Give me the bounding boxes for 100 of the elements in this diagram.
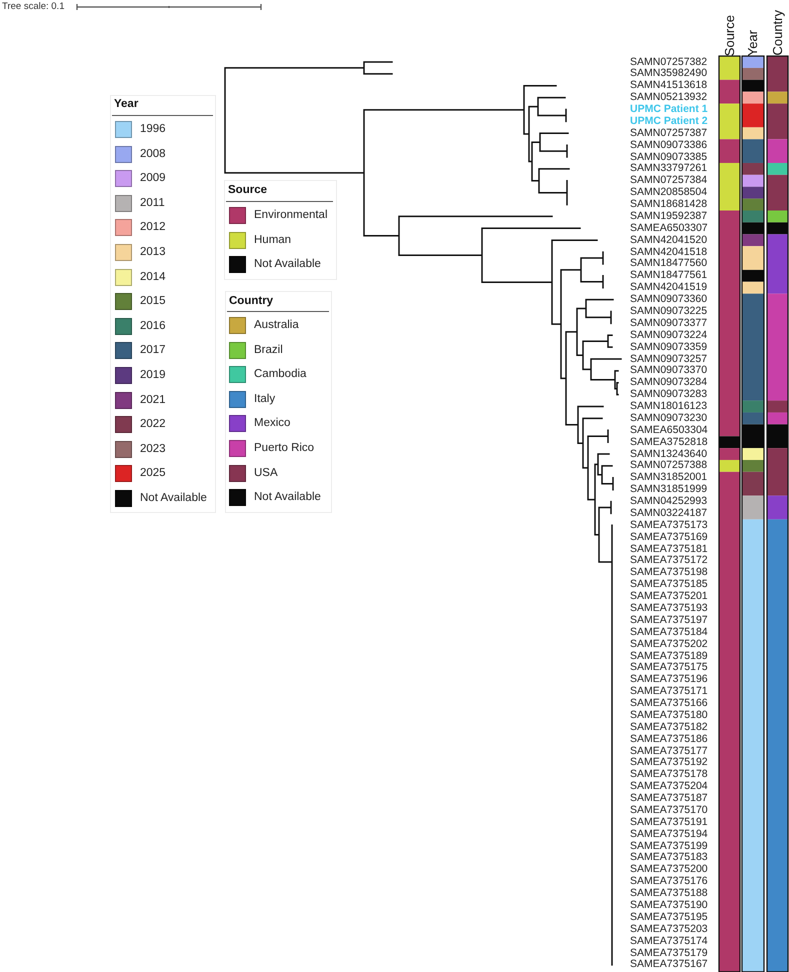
legend-label: 2012 [140, 220, 166, 234]
leaf-label: SAMN31852001 [630, 472, 708, 484]
column-header: Country [771, 10, 785, 56]
leaf-label: SAMN07257387 [630, 128, 708, 139]
leaf-label: SAMEA7375196 [630, 674, 708, 686]
leaf-label: SAMN07257384 [630, 175, 708, 186]
leaf-label: SAMN09073377 [630, 318, 708, 329]
legend-title: Year [114, 97, 138, 111]
leaf-label: SAMEA7375189 [630, 650, 708, 662]
leaf-label: SAMEA7375173 [630, 520, 708, 531]
column-header: Year [746, 30, 760, 56]
legend-label: 2009 [140, 171, 166, 186]
legend-label: Italy [254, 392, 276, 406]
leaf-label: SAMEA7375174 [630, 936, 708, 947]
leaf-label: SAMEA7375202 [630, 638, 708, 650]
leaf-label: SAMN35982490 [630, 68, 708, 80]
legend-label: Human [254, 232, 292, 246]
legend-label: 2011 [140, 196, 165, 210]
legend-label: 1996 [140, 122, 166, 136]
leaf-label: SAMEA7375172 [630, 555, 708, 566]
leaf-label: SAMN19592387 [630, 210, 708, 222]
column-header: Source [723, 14, 737, 56]
legend-label: 2025 [140, 466, 166, 480]
legend-label: 2023 [140, 442, 166, 456]
leaf-label: SAMN09073284 [630, 377, 708, 388]
leaf-label: SAMEA7375182 [630, 722, 708, 733]
leaf-label: SAMEA7375204 [630, 781, 708, 792]
leaf-label: SAMEA7375195 [630, 912, 708, 923]
leaf-label: SAMN05213932 [630, 92, 708, 104]
leaf-label: SAMN09073359 [630, 342, 708, 353]
legend-label: Cambodia [254, 367, 306, 382]
leaf-label: SAMEA7375198 [630, 567, 708, 578]
leaf-label: SAMN09073385 [630, 152, 708, 163]
leaf-label: SAMN20858504 [630, 187, 708, 198]
legend-label: 2008 [140, 146, 166, 161]
leaf-label: SAMEA7375201 [630, 591, 708, 602]
legend-label: 2013 [140, 245, 166, 259]
legend-label: Not Available [254, 257, 321, 271]
leaf-label: SAMN42041520 [630, 234, 708, 246]
leaf-label: SAMN07257382 [630, 56, 708, 68]
leaf-label: SAMEA7375192 [630, 757, 708, 768]
leaf-label: SAMEA7375187 [630, 793, 708, 804]
leaf-label: SAMEA7375175 [630, 662, 708, 674]
leaf-label: SAMEA7375191 [630, 816, 708, 828]
legend-label: USA [254, 466, 278, 480]
legend-label: Not Available [254, 490, 321, 504]
legend-label: Brazil [254, 342, 283, 357]
leaf-label: SAMEA7375199 [630, 840, 708, 852]
leaf-label: SAMEA6503304 [630, 424, 708, 436]
legend-label: Puerto Rico [254, 441, 314, 455]
leaf-label: SAMN18477560 [630, 258, 708, 270]
leaf-label: SAMN09073386 [630, 140, 708, 151]
leaf-label: SAMEA7375177 [630, 746, 708, 757]
leaf-label: SAMN09073370 [630, 365, 708, 376]
leaf-label: SAMN42041518 [630, 246, 708, 258]
legend-label: 2022 [140, 417, 166, 432]
leaf-label: SAMN09073230 [630, 412, 708, 424]
leaf-label: SAMN18477561 [630, 270, 708, 282]
leaf-label: SAMEA6503307 [630, 222, 708, 234]
leaf-label: SAMEA7375197 [630, 614, 708, 626]
leaf-label: SAMEA7375180 [630, 710, 708, 721]
leaf-label: SAMEA7375178 [630, 769, 708, 780]
leaf-label: SAMEA7375190 [630, 900, 708, 911]
leaf-label: SAMEA7375167 [630, 959, 708, 970]
leaf-label: SAMEA7375176 [630, 876, 708, 888]
leaf-label: SAMEA3752818 [630, 436, 708, 448]
leaf-label: SAMEA7375194 [630, 828, 708, 840]
legend-label: Australia [254, 318, 299, 332]
leaf-label: SAMN13243640 [630, 448, 708, 460]
legend-label: 2019 [140, 368, 166, 382]
legend-title: Source [228, 183, 267, 197]
leaf-label: SAMEA7375188 [630, 888, 708, 900]
leaf-label: SAMN09073257 [630, 354, 708, 364]
legend-label: 2017 [140, 343, 166, 358]
legend-label: Mexico [254, 416, 290, 430]
leaf-label: SAMEA7375166 [630, 698, 708, 710]
legend-label: 2016 [140, 318, 166, 333]
leaf-label: SAMEA7375193 [630, 602, 708, 614]
leaf-label: SAMEA7375200 [630, 864, 708, 876]
leaf-label: SAMEA7375183 [630, 852, 708, 864]
leaf-label: SAMEA7375170 [630, 804, 708, 816]
leaf-label: SAMEA7375203 [630, 924, 708, 935]
leaf-label: SAMEA7375171 [630, 686, 708, 698]
leaf-label: SAMEA7375186 [630, 734, 708, 745]
leaf-label: SAMN31851999 [630, 484, 708, 496]
leaf-label: SAMN09073283 [630, 389, 708, 400]
legend-label: 2021 [140, 392, 166, 407]
leaf-label: SAMN09073224 [630, 330, 708, 341]
legend-label: Not Available [140, 491, 207, 505]
leaf-label: SAMEA7375169 [630, 532, 708, 543]
leaf-label: SAMEA7375181 [630, 544, 708, 555]
leaf-label: SAMN03224187 [630, 508, 708, 519]
scale-label: Tree scale: 0.1 [2, 1, 64, 13]
leaf-label: SAMN41513618 [630, 80, 708, 92]
leaf-label: SAMN07257388 [630, 460, 708, 472]
leaf-label: SAMEA7375179 [630, 948, 708, 958]
leaf-label: SAMN33797261 [630, 163, 708, 174]
legend-title: Country [229, 294, 274, 308]
leaf-label: UPMC Patient 1 [630, 104, 708, 116]
leaf-label: SAMN18681428 [630, 199, 708, 210]
